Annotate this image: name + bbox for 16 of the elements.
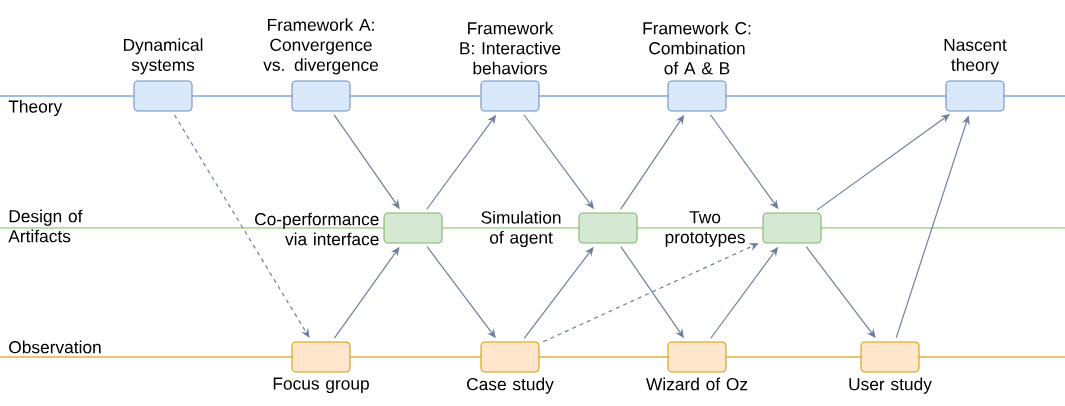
node-label: Framework C: Combination of A & B bbox=[643, 21, 751, 75]
node-label: Framework B: Interactive behaviors bbox=[460, 21, 561, 75]
node-label: User study bbox=[849, 377, 932, 394]
node-label: Nascent theory bbox=[944, 38, 1007, 75]
node-label: Wizard of Oz bbox=[646, 377, 748, 391]
arrow bbox=[542, 243, 759, 343]
node-label: Simulation of agent bbox=[481, 210, 561, 248]
row-label: Theory bbox=[8, 99, 63, 117]
node-label: Focus group bbox=[273, 377, 369, 394]
row-label: Observation bbox=[9, 340, 101, 354]
node-label: Case study bbox=[467, 377, 554, 394]
node-label: Framework A: Convergence vs. divergence bbox=[263, 18, 378, 75]
node-label: Two prototypes bbox=[665, 211, 745, 247]
row-label: Design of Artifacts bbox=[8, 209, 83, 243]
node-label: Co-performance via interface bbox=[255, 212, 379, 246]
node-label: Dynamical systems bbox=[124, 38, 203, 75]
